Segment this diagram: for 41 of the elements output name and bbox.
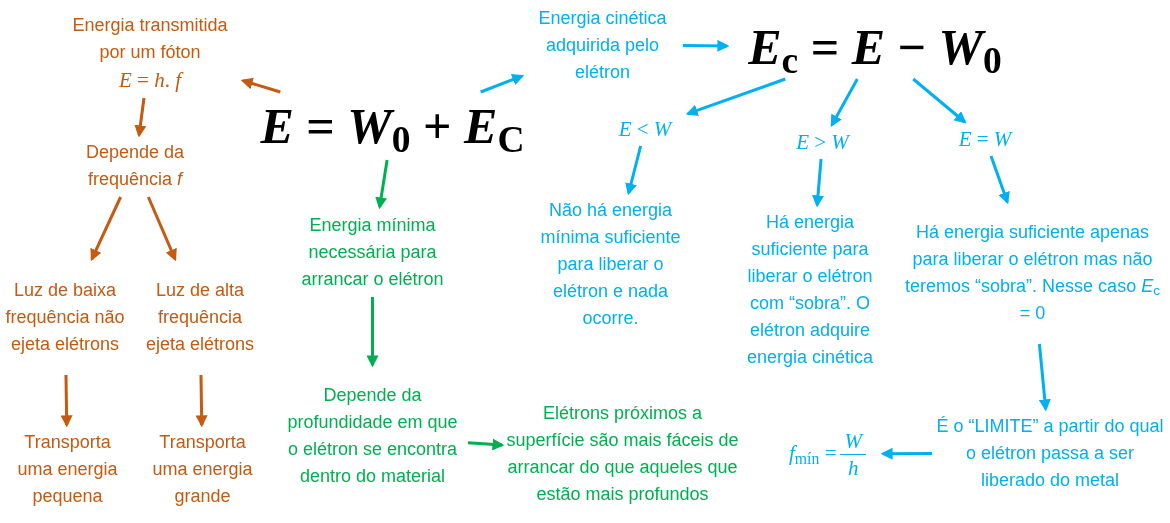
- arrow: [880, 447, 932, 460]
- arrow: [1037, 343, 1051, 412]
- arrow: [90, 196, 122, 262]
- arrow: [683, 39, 730, 52]
- condition-formula: E > W: [796, 129, 849, 155]
- arrow: [812, 158, 824, 208]
- arrow: [625, 145, 643, 196]
- note-text: Energia transmitida por um fóton: [71, 13, 229, 64]
- formula: E = W$_{0}$ + E$_{C}$: [260, 97, 525, 155]
- numerator: W: [840, 427, 866, 455]
- note-text: Energia mínima necessária para arrancar o elétron: [300, 213, 445, 291]
- arrow: [375, 159, 389, 210]
- arrow: [366, 297, 379, 368]
- arrow: [134, 97, 147, 138]
- note-text: Depende da profundidade em que o elétron se encontra dentro do material: [286, 384, 459, 488]
- note-text: Há energia suficiente para liberar o elétron com “sobra”. O elétron adquire energia cinética: [745, 211, 875, 369]
- formula: E$_{c}$ = E − W$_{0}$: [748, 18, 1002, 76]
- arrow: [60, 374, 73, 428]
- note-text: Não há energia mínima suficiente para liberar o elétron e nada ocorre.: [539, 198, 682, 330]
- condition-formula: E < W: [618, 116, 672, 142]
- arrow: [989, 155, 1010, 205]
- arrow: [685, 77, 786, 117]
- denominator: h: [847, 454, 859, 481]
- formula-lhs: f$_{mín}$ =: [789, 440, 837, 470]
- condition-formula: E = W: [958, 126, 1012, 152]
- note-text: Depende da frequência f: [84, 141, 186, 191]
- arrow: [830, 78, 859, 128]
- arrow: [467, 438, 505, 451]
- arrow: [195, 374, 208, 428]
- note-text: Energia cinética adquirida pelo elétron: [537, 6, 668, 84]
- note-text: É o “LIMITE” a partir do qual o elétron passa a ser liberado do metal: [935, 414, 1165, 492]
- arrow: [480, 73, 525, 94]
- note-text: Transporta uma energia grande: [151, 430, 254, 508]
- arrow: [146, 196, 177, 262]
- note-text: Há energia suficiente apenas para liberar o elétron mas não teremos “sobra”. Nesse caso E$_{c}$ = 0: [904, 221, 1161, 325]
- note-text: Luz de alta frequência ejeta elétrons: [144, 278, 256, 356]
- note-text: Elétrons próximos a superfície são mais fáceis de arrancar do que aqueles que estão mais profundos: [505, 401, 740, 506]
- note-text: Transporta uma energia pequena: [16, 430, 119, 508]
- note-text: Luz de baixa frequência não ejeta elétrons: [5, 278, 125, 356]
- arrow: [912, 77, 967, 124]
- arrow: [240, 77, 281, 94]
